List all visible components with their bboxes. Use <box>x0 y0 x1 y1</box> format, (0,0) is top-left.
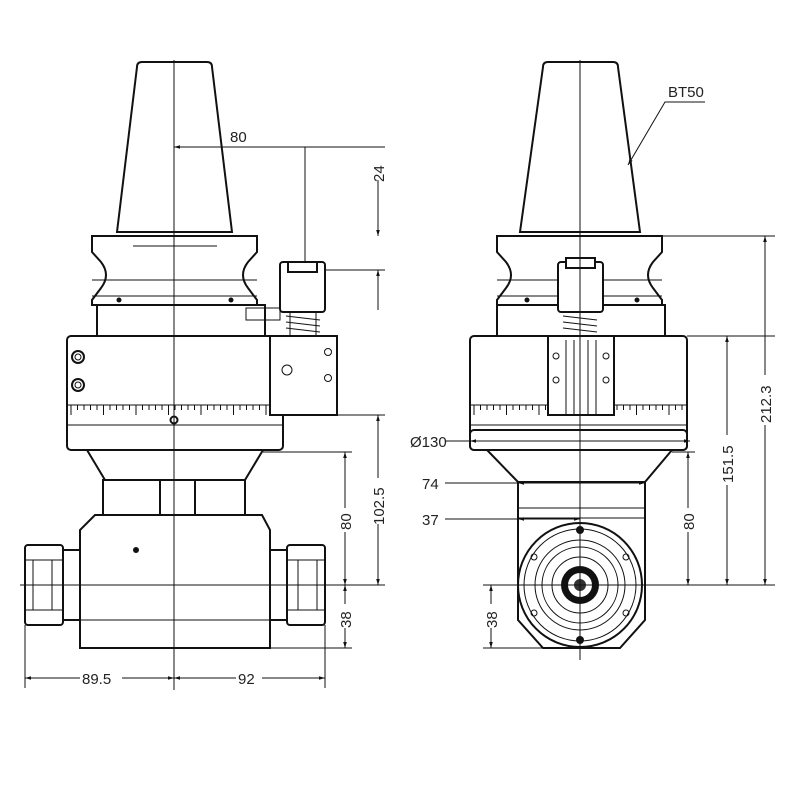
spring <box>285 312 321 336</box>
adapter-ring <box>96 304 266 337</box>
dim-212-3: 212.3 <box>758 385 775 423</box>
body-funnel <box>85 449 265 481</box>
dim-80-horizontal: 80 <box>230 129 247 146</box>
dim-38-left: 38 <box>338 611 355 628</box>
dim-89-5: 89.5 <box>82 671 111 688</box>
neck-right <box>194 479 246 516</box>
dim-102-5: 102.5 <box>371 487 388 525</box>
dim-92: 92 <box>238 671 255 688</box>
dim-80-vertical-left: 80 <box>338 513 355 530</box>
label-bt50: BT50 <box>668 84 704 101</box>
dim-24: 24 <box>371 165 388 182</box>
dim-37: 37 <box>422 512 439 529</box>
left-view: 80 24 102.5 80 38 89.5 92 <box>20 60 388 690</box>
scale-ticks-right <box>473 405 683 415</box>
dim-74: 74 <box>422 476 439 493</box>
dim-80-vertical-right: 80 <box>681 513 698 530</box>
dim-151-5: 151.5 <box>720 445 737 483</box>
dim-38-right: 38 <box>484 611 501 628</box>
lower-housing <box>79 514 271 649</box>
dim-diameter-130: Ø130 <box>410 434 447 451</box>
right-view: BT50 Ø130 74 37 80 151.5 212.3 38 <box>410 60 775 660</box>
main-body <box>66 335 284 451</box>
scale-ticks <box>70 405 280 415</box>
side-block <box>269 335 338 416</box>
neck-left <box>102 479 161 516</box>
